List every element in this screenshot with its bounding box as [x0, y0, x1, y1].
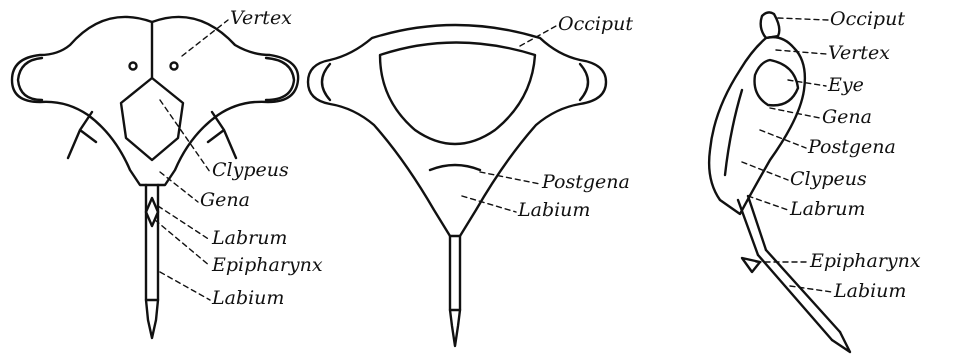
label-front-labrum: Labrum [211, 227, 287, 249]
label-front-epipharynx: Epipharynx [211, 254, 323, 276]
label-side-epipharynx: Epipharynx [809, 250, 921, 272]
label-back-occiput: Occiput [558, 13, 633, 35]
side-labels: Occiput Vertex Eye Gena Postgena Clypeus… [789, 8, 921, 302]
label-side-eye: Eye [827, 74, 864, 96]
label-side-gena: Gena [822, 106, 872, 128]
label-side-labium: Labium [833, 280, 906, 302]
back-labium-shaft [450, 236, 460, 346]
back-left-lobe [322, 64, 330, 100]
front-right-eye [266, 58, 294, 100]
front-labium-shaft [146, 212, 158, 338]
back-right-lobe [580, 64, 588, 100]
side-labium-tip [832, 332, 850, 352]
label-front-clypeus: Clypeus [212, 159, 289, 181]
front-left-eye [18, 58, 42, 100]
label-side-vertex: Vertex [828, 42, 890, 64]
back-postgena-ridge [430, 165, 480, 170]
label-back-postgena: Postgena [541, 171, 630, 193]
label-side-clypeus: Clypeus [790, 168, 867, 190]
back-labels: Occiput Postgena Labium [517, 13, 633, 221]
front-labels: Vertex Clypeus Gena Labrum Epipharynx La… [200, 7, 323, 309]
side-labrum-shaft [738, 196, 766, 255]
label-side-occiput: Occiput [830, 8, 905, 30]
side-gena-line [725, 90, 742, 175]
label-side-postgena: Postgena [807, 136, 896, 158]
side-epipharynx-shape [742, 258, 760, 272]
label-front-labium: Labium [211, 287, 284, 309]
front-left-ocellus [130, 63, 137, 70]
label-back-labium: Labium [517, 199, 590, 221]
front-right-ocellus [171, 63, 178, 70]
back-occipital-foramen [380, 43, 535, 145]
label-front-vertex: Vertex [230, 7, 292, 29]
side-occiput-cap [761, 12, 780, 38]
side-eye-shape [755, 60, 798, 105]
label-side-labrum: Labrum [789, 198, 865, 220]
label-front-gena: Gena [200, 189, 250, 211]
